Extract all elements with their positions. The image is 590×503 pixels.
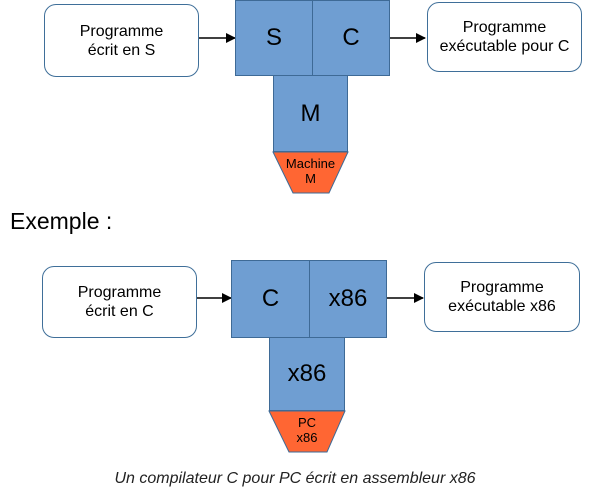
machine-shape-1 xyxy=(272,151,349,194)
output-program-text-2: Programme exécutable x86 xyxy=(448,279,556,315)
figure-caption: Un compilateur C pour PC écrit en assemb… xyxy=(114,470,476,487)
compiler-source-block-2: C xyxy=(231,260,310,338)
target-language-label-1: C xyxy=(342,24,360,51)
compiler-host-block-2: x86 xyxy=(269,337,345,411)
input-program-text-2: Programme écrit en C xyxy=(77,284,162,320)
input-program-text-1: Programme écrit en S xyxy=(79,22,164,59)
output-program-text-1: Programme exécutable pour C xyxy=(439,19,570,55)
compiler-target-block-2: x86 xyxy=(309,260,387,338)
machine-label-2: PC x86 xyxy=(296,415,318,445)
input-program-box-2: Programme écrit en C xyxy=(42,266,197,338)
host-language-label-1: M xyxy=(300,99,321,127)
machine-label-1: Machine M xyxy=(285,156,336,186)
compiler-target-block-1: C xyxy=(312,0,390,76)
output-program-box-2: Programme exécutable x86 xyxy=(424,262,580,332)
example-heading: Exemple : xyxy=(10,208,113,234)
machine-shape-2 xyxy=(268,410,346,453)
source-language-label-1: S xyxy=(265,24,282,51)
compiler-source-block-1: S xyxy=(235,0,313,76)
output-program-box-1: Programme exécutable pour C xyxy=(427,2,582,72)
target-language-label-2: x86 xyxy=(328,285,368,312)
compiler-host-block-1: M xyxy=(273,75,348,152)
source-language-label-2: C xyxy=(261,285,280,312)
host-language-label-2: x86 xyxy=(287,360,327,387)
input-program-box-1: Programme écrit en S xyxy=(44,4,199,77)
